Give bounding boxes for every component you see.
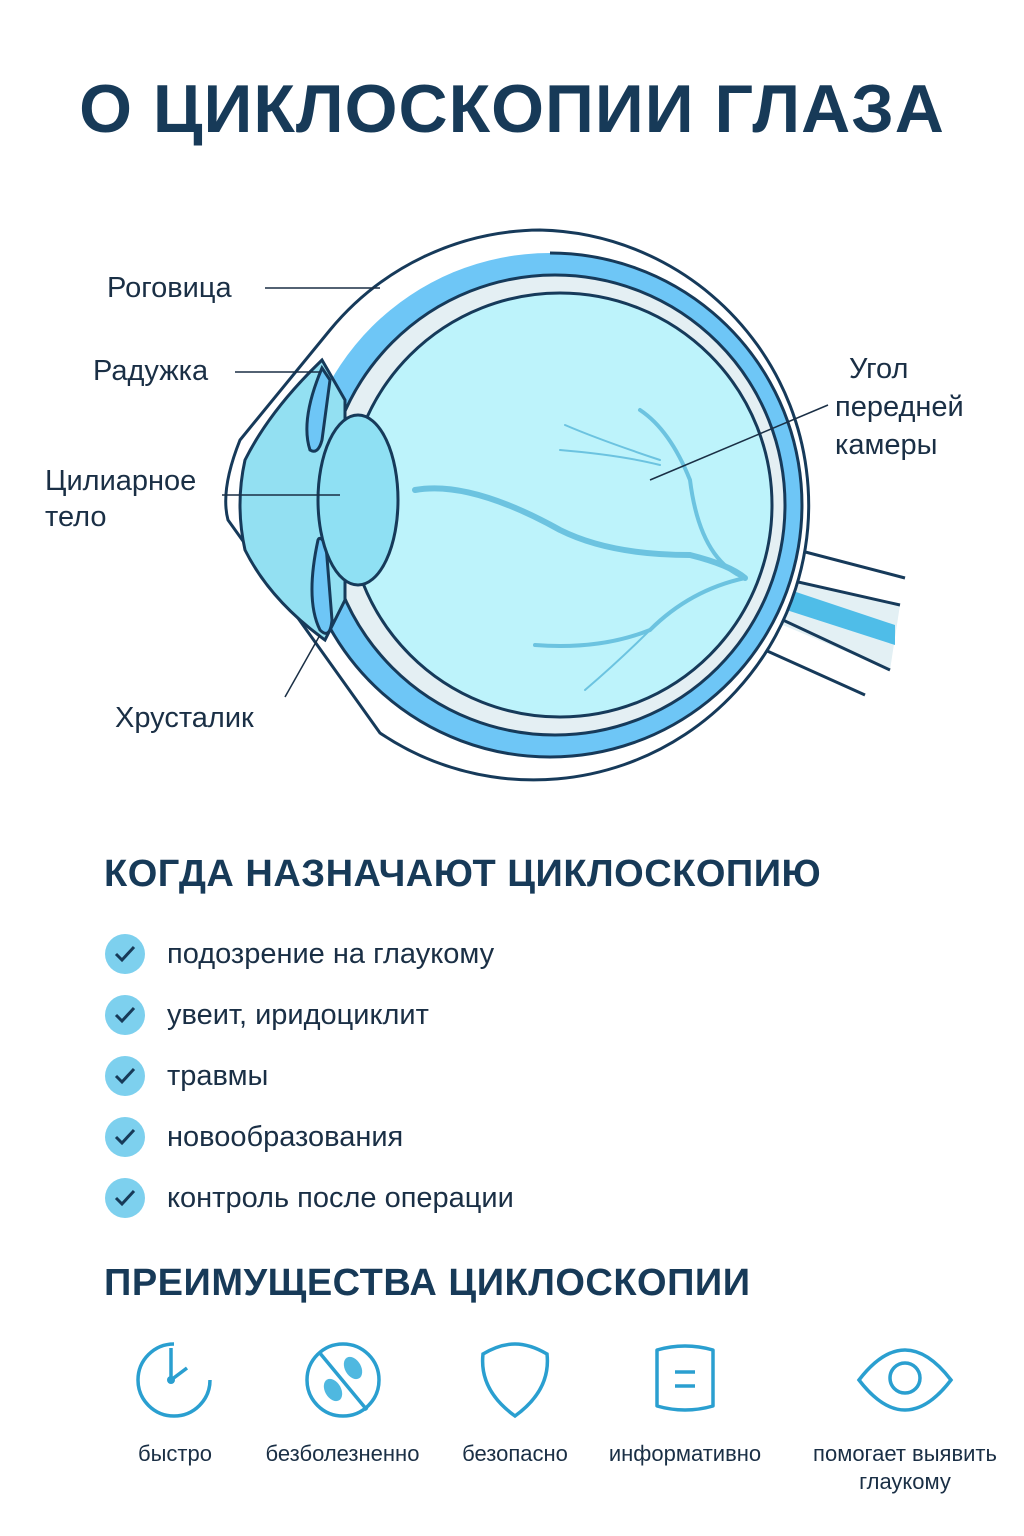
check-icon — [105, 1056, 145, 1096]
label-line: Цилиарное — [45, 465, 197, 497]
eye-icon — [856, 1348, 954, 1412]
advantage-painless: безболезненно — [250, 1340, 435, 1468]
label-line: глаукому — [859, 1469, 951, 1494]
shield-icon — [480, 1342, 550, 1419]
check-icon — [105, 934, 145, 974]
advantage-fast: быстро — [115, 1340, 235, 1468]
list-item: новообразования — [105, 1115, 403, 1159]
label-line: Угол — [849, 353, 909, 385]
document-icon — [655, 1344, 715, 1412]
label-ciliary-body: Цилиарное тело — [45, 463, 196, 535]
check-icon — [105, 1178, 145, 1218]
label-line: камеры — [835, 429, 938, 461]
label-lens: Хрусталик — [115, 702, 254, 734]
list-item: контроль после операции — [105, 1176, 514, 1220]
label-anterior-chamber-angle: Угол передней камеры — [835, 350, 964, 464]
list-item: подозрение на глаукому — [105, 932, 494, 976]
label-cornea: Роговица — [107, 272, 232, 304]
advantage-detect-glaucoma: помогает выявить глаукому — [790, 1340, 1020, 1496]
eye-diagram — [222, 228, 906, 782]
advantage-informative: информативно — [595, 1340, 775, 1468]
check-icon — [105, 1117, 145, 1157]
advantage-safe: безопасно — [450, 1340, 580, 1468]
label-line: тело — [45, 501, 107, 533]
check-icon — [105, 995, 145, 1035]
indications-heading: КОГДА НАЗНАЧАЮТ ЦИКЛОСКОПИЮ — [104, 853, 822, 895]
advantage-label: быстро — [138, 1441, 212, 1466]
list-item: травмы — [105, 1054, 268, 1098]
label-iris: Радужка — [93, 355, 209, 387]
label-line: помогает выявить — [813, 1441, 997, 1466]
advantage-label: безопасно — [462, 1441, 568, 1466]
list-item-text: увеит, иридоциклит — [167, 998, 429, 1031]
advantages-heading: ПРЕИМУЩЕСТВА ЦИКЛОСКОПИИ — [104, 1262, 751, 1304]
advantage-label: помогает выявить глаукому — [790, 1440, 1020, 1496]
list-item-text: подозрение на глаукому — [167, 937, 495, 970]
label-line: передней — [835, 391, 964, 423]
advantage-label: безболезненно — [265, 1441, 420, 1466]
list-item-text: травмы — [167, 1059, 269, 1092]
advantage-label: информативно — [608, 1441, 762, 1466]
list-item: увеит, иридоциклит — [105, 993, 429, 1037]
list-item-text: новообразования — [167, 1120, 404, 1153]
clock-icon — [136, 1342, 212, 1418]
page-title: О ЦИКЛОСКОПИИ ГЛАЗА — [79, 71, 945, 147]
list-item-text: контроль после операции — [167, 1181, 514, 1214]
no-pain-icon — [304, 1342, 381, 1418]
